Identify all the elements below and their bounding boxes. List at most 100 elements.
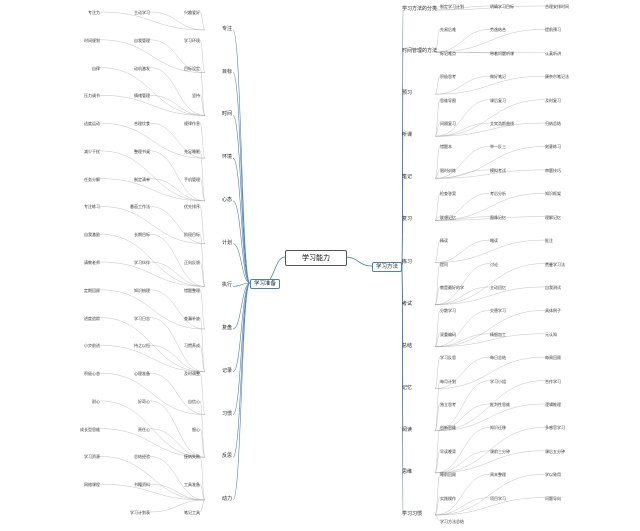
- right-leaf-node: 认真听讲: [545, 50, 561, 56]
- connector-line: [199, 317, 206, 372]
- connector-line: [434, 169, 441, 179]
- right-leaf-node: 学习小组: [490, 378, 506, 384]
- connector-line: [232, 157, 251, 284]
- left-level1-node: 环境: [221, 154, 232, 161]
- left-leaf-node: 知识梳理: [134, 287, 150, 293]
- connector-line: [434, 146, 441, 179]
- left-leaf-node: 错题整理: [184, 287, 200, 293]
- left-leaf-node: 积极心态: [84, 371, 100, 377]
- right-leaf-node: 学以致用: [545, 472, 561, 478]
- right-leaf-node: 思维导图: [440, 97, 456, 103]
- left-leaf-node: 成长型思维: [80, 426, 100, 432]
- connector-line: [149, 206, 206, 244]
- connector-line: [434, 99, 441, 137]
- left-leaf-node: 手机管理: [184, 176, 200, 182]
- left-leaf-node: 正向反馈: [184, 260, 200, 265]
- connector-line: [434, 450, 441, 474]
- right-leaf-node: 考后分析: [490, 191, 506, 197]
- left-leaf-node: 学习资源: [84, 454, 100, 460]
- connector-line: [434, 169, 546, 179]
- left-level1-node: 目标: [221, 68, 232, 75]
- connector-line: [434, 380, 491, 431]
- left-leaf-node: 番茄工作法: [130, 204, 150, 210]
- connector-line: [99, 261, 206, 287]
- connector-line: [149, 484, 206, 501]
- connector-line: [149, 400, 206, 458]
- left-leaf-node: 减少干扰: [84, 148, 100, 154]
- left-leaf-node: 合理饮食: [134, 121, 150, 127]
- right-leaf-node: 课后五分钟: [545, 448, 565, 454]
- connector-line: [232, 200, 251, 284]
- connector-line: [149, 372, 206, 415]
- connector-line: [401, 220, 404, 267]
- left-leaf-node: 小步前进: [84, 343, 100, 349]
- connector-line: [434, 263, 441, 305]
- right-level1-node: 预习: [402, 90, 413, 97]
- right-leaf-node: 图像记忆: [490, 214, 506, 220]
- left-leaf-node: 坚持: [192, 93, 200, 99]
- right-leaf-node: 睡前回顾: [440, 472, 456, 478]
- right-leaf-node: 实践操作: [440, 495, 456, 501]
- right-leaf-node: 略读: [490, 238, 498, 244]
- connector-line: [99, 289, 206, 330]
- connector-line: [434, 474, 546, 516]
- right-leaf-node: 批判性思维: [490, 401, 510, 407]
- right-leaf-node: 逻辑推理: [545, 401, 561, 407]
- connector-line: [434, 169, 491, 179]
- left-leaf-node: 阶段目标: [184, 232, 200, 238]
- right-leaf-node: 间隔复习: [440, 121, 456, 127]
- left-leaf-node: 自我管理: [134, 37, 150, 43]
- left-leaf-node: 时间规划: [84, 37, 100, 43]
- connector-line: [434, 514, 441, 522]
- connector-line: [434, 193, 441, 221]
- right-leaf-node: 刻意练习: [545, 144, 561, 150]
- connector-line: [434, 497, 546, 516]
- connector-line: [232, 243, 251, 284]
- right-leaf-node: 艾宾浩斯曲线: [490, 121, 514, 127]
- connector-line: [434, 286, 441, 305]
- left-level1-node: 计划: [221, 239, 232, 246]
- connector-line: [232, 29, 251, 284]
- left-level1-node: 专注: [221, 26, 232, 32]
- right-leaf-node: 项目学习: [490, 495, 506, 501]
- connector-line: [199, 11, 206, 31]
- left-leaf-node: 情绪管理: [134, 93, 150, 99]
- connector-line: [434, 403, 491, 431]
- connector-line: [149, 67, 206, 116]
- left-leaf-node: 总结经验: [134, 454, 150, 460]
- connector-line: [149, 428, 206, 458]
- connector-line: [149, 261, 206, 287]
- right-level1-node: 记忆: [402, 384, 413, 391]
- connector-line: [434, 29, 441, 53]
- connector-line: [99, 39, 206, 73]
- connector-line: [434, 474, 491, 516]
- left-leaf-node: 及时调整: [184, 371, 200, 377]
- left-leaf-node: 请教老师: [84, 260, 100, 265]
- connector-line: [99, 428, 206, 458]
- connector-line: [434, 310, 441, 347]
- left-leaf-node: 任务分解: [84, 176, 100, 182]
- connector-line: [99, 456, 206, 501]
- left-leaf-node: 整理书桌: [134, 148, 150, 154]
- connector-line: [434, 450, 491, 474]
- right-level1-node: 考试: [402, 300, 413, 307]
- connector-line: [99, 122, 206, 159]
- right-leaf-node: 元认知: [545, 331, 557, 337]
- right-leaf-node: 多感官学习: [545, 425, 565, 431]
- right-leaf-node: 及时复习: [545, 97, 561, 103]
- connector-line: [232, 282, 251, 458]
- connector-line: [232, 282, 251, 287]
- left-leaf-node: 动机激发: [134, 65, 150, 71]
- connector-line: [232, 282, 251, 373]
- right-level1-node: 复习: [402, 216, 413, 223]
- left-leaf-node: 学习环境: [184, 37, 200, 43]
- branch-node-right: 学习方法: [372, 262, 403, 272]
- connector-line: [434, 427, 441, 474]
- right-leaf-node: 费曼学习法: [545, 261, 565, 267]
- left-leaf-node: 学习伙伴: [134, 260, 150, 265]
- connector-line: [434, 286, 491, 305]
- right-leaf-node: 制定学习计划: [440, 4, 464, 9]
- connector-line: [199, 122, 206, 159]
- right-leaf-node: 标记难点: [440, 50, 456, 56]
